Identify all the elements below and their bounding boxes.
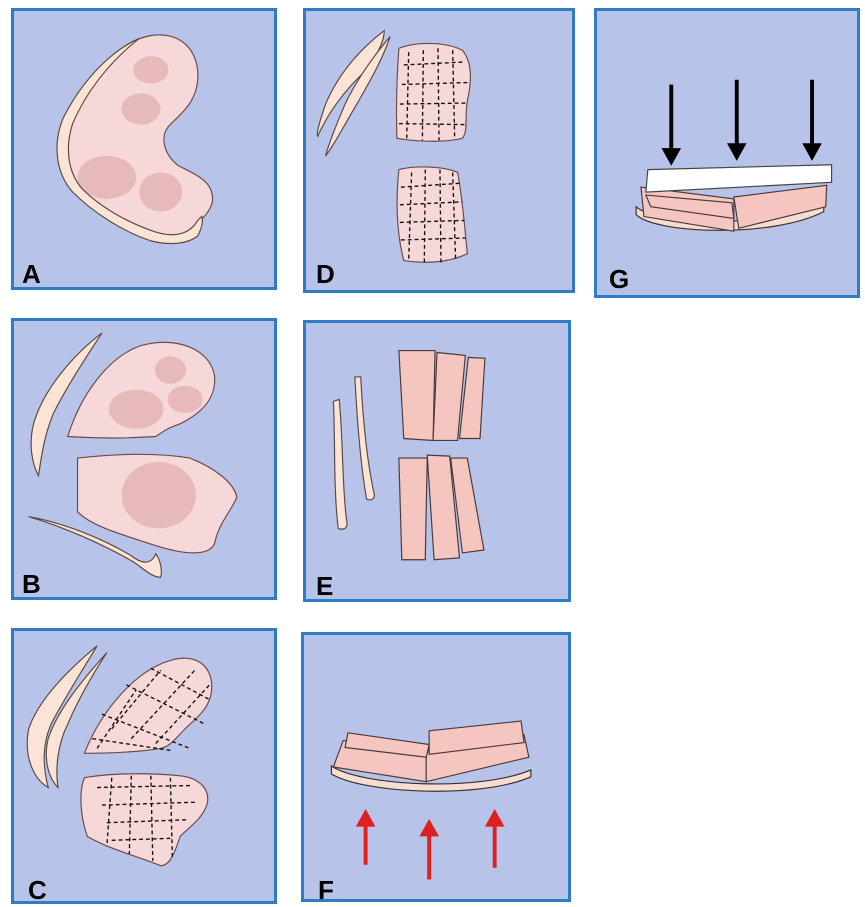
up-arrow-icon	[485, 809, 505, 827]
tissue-spot	[109, 390, 164, 429]
panel-label: F	[318, 877, 334, 903]
panel-d: D	[303, 8, 575, 293]
cartilage-strip	[355, 377, 375, 500]
panel-c-drawing	[14, 631, 274, 901]
panel-a-drawing	[14, 11, 274, 287]
panel-label: C	[28, 877, 47, 903]
panel-f: F	[301, 632, 571, 902]
cut-strip	[399, 458, 427, 560]
tissue-spot	[122, 462, 196, 528]
panel-a: A	[11, 8, 277, 290]
cartilage-strip	[333, 399, 347, 529]
tissue-piece-top	[397, 43, 471, 141]
panel-e-drawing	[306, 323, 568, 599]
up-arrow-icon	[356, 809, 376, 827]
panel-e: E	[303, 320, 571, 602]
tissue-piece-bottom	[397, 167, 467, 262]
down-arrow-icon	[662, 148, 682, 166]
panel-g: G	[594, 8, 860, 298]
panel-label: E	[316, 573, 333, 599]
tissue-spot	[122, 93, 161, 124]
panel-g-drawing	[597, 11, 857, 295]
tissue-spot	[155, 356, 186, 383]
tissue-spot	[167, 386, 202, 413]
tissue-spot	[139, 172, 182, 211]
panel-f-drawing	[304, 635, 568, 899]
tissue-spot	[133, 56, 168, 83]
panel-d-drawing	[306, 11, 572, 290]
up-arrow-icon	[419, 819, 439, 837]
panel-label: B	[22, 571, 41, 597]
down-arrow-icon	[802, 143, 822, 161]
panel-label: A	[22, 261, 41, 287]
lift-arrows	[356, 809, 505, 879]
press-arrows	[662, 80, 822, 166]
down-arrow-icon	[727, 143, 747, 161]
panel-b: B	[11, 318, 277, 600]
panel-c: C	[11, 628, 277, 904]
panel-label: G	[609, 266, 629, 292]
panel-b-drawing	[14, 321, 274, 597]
panel-label: D	[316, 261, 335, 287]
cut-strip	[399, 351, 435, 441]
cartilage-strip	[317, 31, 384, 137]
